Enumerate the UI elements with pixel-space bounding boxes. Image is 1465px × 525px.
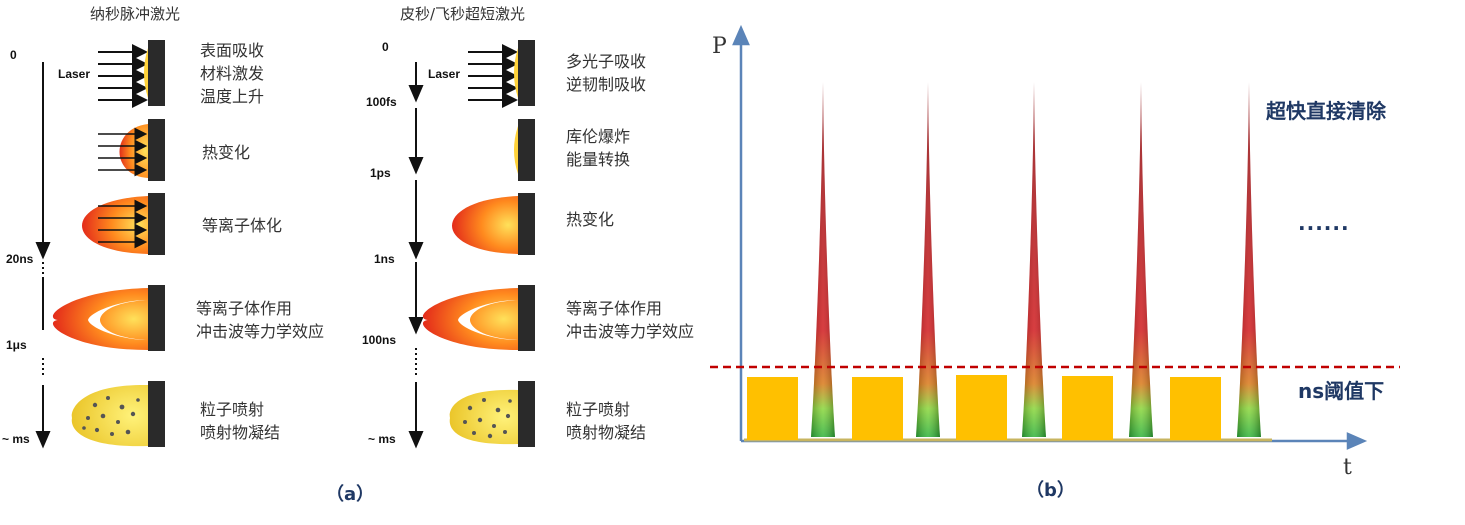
coulomb-glow-right [514, 126, 518, 174]
surface-glow-left [144, 48, 148, 98]
ellipsis: ...... [1298, 211, 1350, 235]
tick-left-3: ~ ms [2, 432, 30, 446]
step-left-4: 等离子体作用 冲击波等力学效应 [196, 299, 325, 341]
laser-label-right: Laser [428, 67, 461, 81]
step-left-2: 热变化 [202, 143, 251, 162]
y-axis-label: P [712, 34, 727, 59]
x-axis-label: t [1343, 455, 1352, 480]
ps-fs-laser-title: 皮秒/飞秒超短激光 [400, 5, 526, 23]
tick-right-2: 1ps [370, 166, 391, 180]
heat-zone-right [452, 196, 518, 254]
target-plates-right [518, 40, 535, 447]
panel-a-graphics [35, 40, 535, 449]
step-right-2: 库伦爆炸 能量转换 [566, 127, 631, 169]
ns-threshold-label: ns阈值下 [1298, 379, 1385, 403]
tick-left-2: 1μs [6, 338, 27, 352]
tick-right-1: 100fs [366, 95, 397, 109]
tick-right-4: 100ns [362, 333, 397, 347]
tick-right-3: 1ns [374, 252, 395, 266]
spike-3 [1022, 82, 1046, 437]
step-right-1: 多光子吸收 逆韧制吸收 [566, 52, 647, 94]
plasma-zone-left [82, 196, 148, 254]
time-axis-right [408, 62, 424, 449]
time-axis-left [35, 62, 51, 449]
shockwave-right [422, 288, 518, 350]
shockwave-left [52, 288, 148, 350]
laser-label-left: Laser [58, 67, 91, 81]
step-right-5: 粒子喷射 喷射物凝结 [566, 400, 647, 442]
ultrafast-spikes [811, 82, 1261, 437]
spike-1 [811, 82, 835, 437]
caption-b: （b） [1026, 480, 1075, 501]
step-right-4: 等离子体作用 冲击波等力学效应 [566, 299, 695, 341]
step-left-5: 粒子喷射 喷射物凝结 [200, 400, 281, 442]
spike-2 [916, 82, 940, 437]
ultrafast-clearing-label: 超快直接清除 [1266, 99, 1386, 123]
laser-arrows-right [468, 44, 518, 108]
tick-right-5: ~ ms [368, 432, 396, 446]
tick-right-0: 0 [382, 40, 389, 54]
step-left-3: 等离子体化 [202, 216, 283, 235]
ns-pulse-blocks [747, 375, 1221, 440]
step-left-1: 表面吸收 材料激发 温度上升 [200, 41, 265, 106]
ns-laser-title: 纳秒脉冲激光 [90, 5, 181, 23]
caption-a: （a） [326, 484, 375, 505]
particle-cloud-right [449, 389, 518, 445]
tick-left-0: 0 [10, 48, 17, 62]
spike-5 [1237, 82, 1261, 437]
spike-4 [1129, 82, 1153, 437]
tick-left-1: 20ns [6, 252, 34, 266]
target-plates-left [148, 40, 165, 447]
laser-arrows-left [98, 44, 148, 108]
step-right-3: 热变化 [566, 210, 615, 229]
